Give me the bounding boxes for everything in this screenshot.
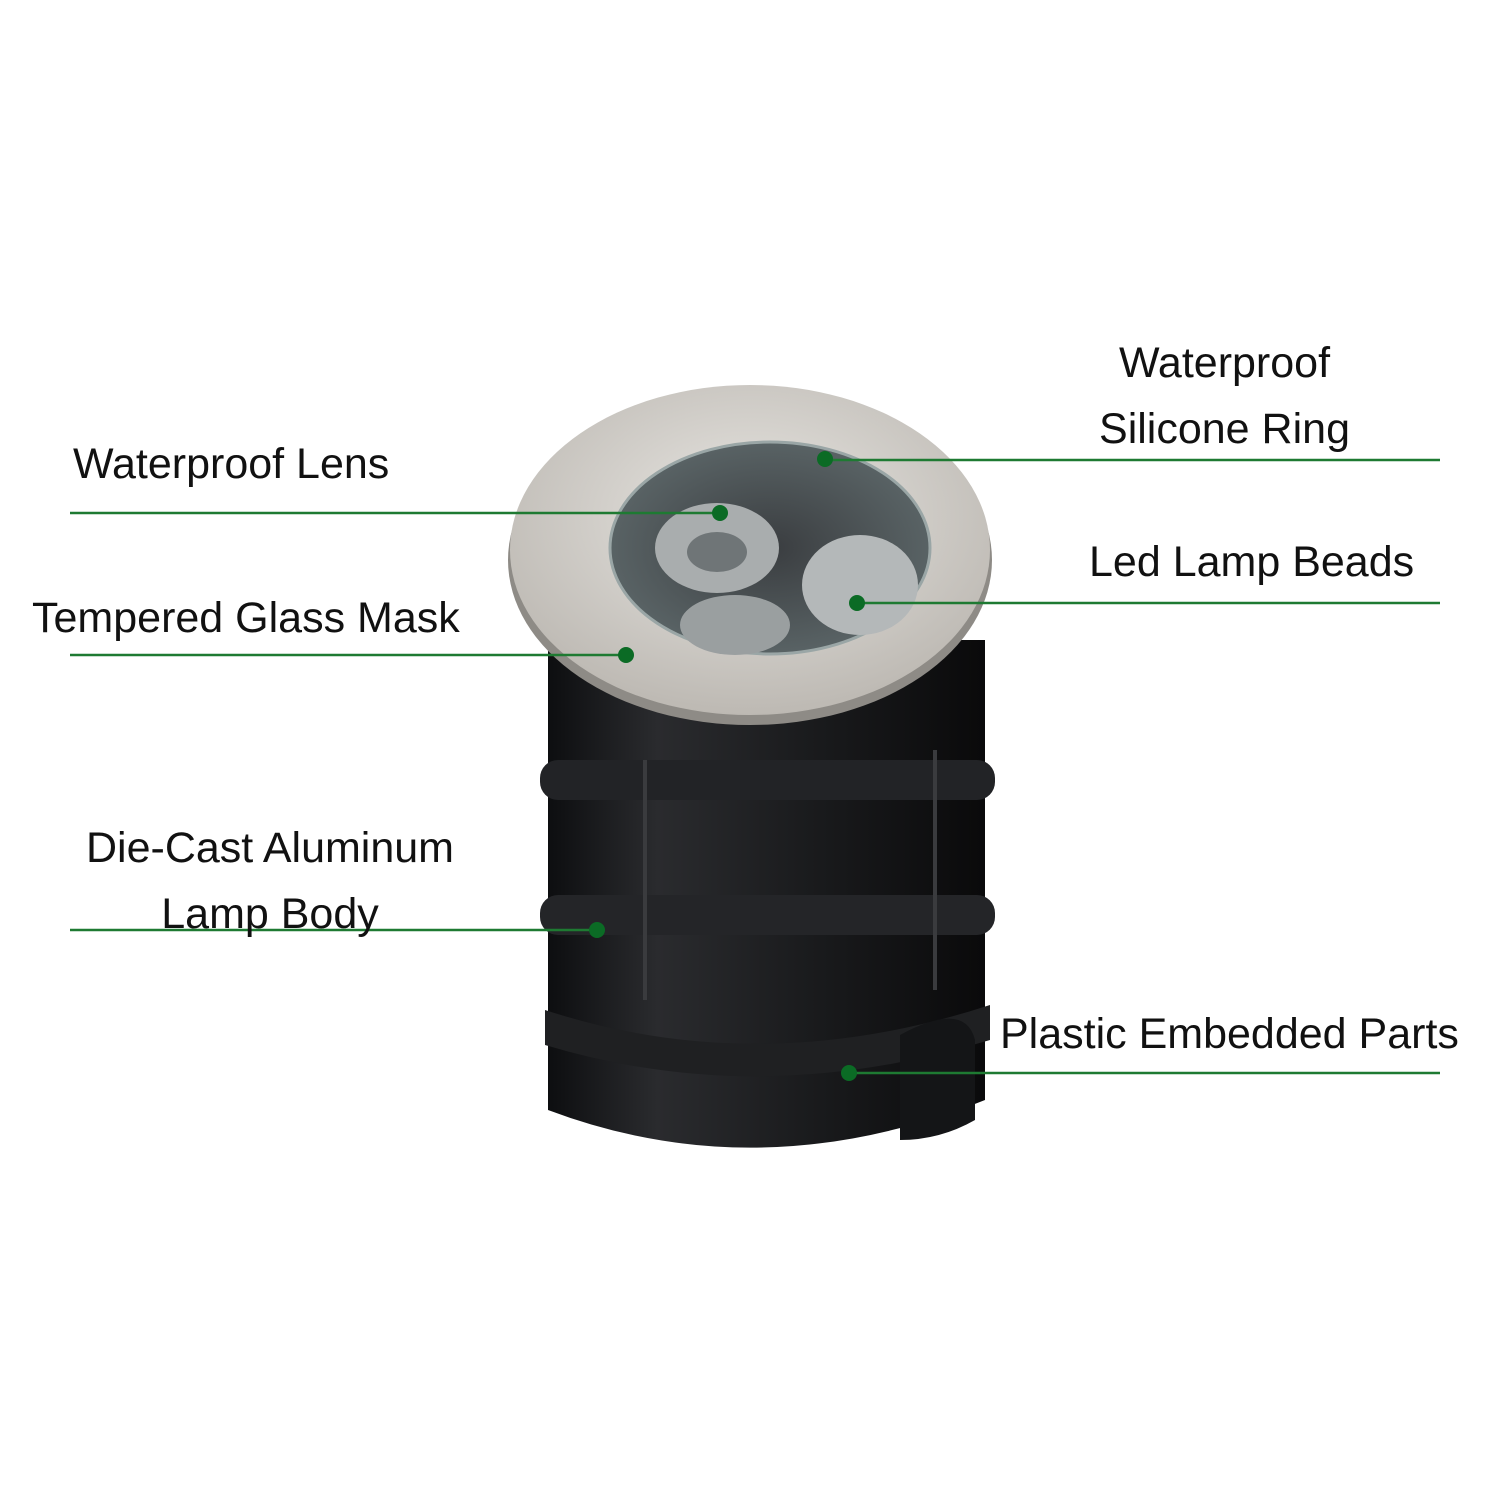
label-lamp-body-line2: Lamp Body (161, 890, 379, 938)
callout-dots (589, 451, 865, 1081)
label-led-beads: Led Lamp Beads (1089, 538, 1415, 586)
label-silicone-ring-line2: Silicone Ring (1099, 405, 1350, 453)
label-tempered-glass: Tempered Glass Mask (32, 594, 460, 642)
label-lamp-body-line1: Die-Cast Aluminum (86, 824, 454, 872)
label-silicone-ring-line1: Waterproof (1118, 339, 1331, 387)
glass-lens (608, 440, 932, 656)
label-waterproof-lens: Waterproof Lens (73, 440, 390, 488)
leader-lines (70, 458, 1440, 1075)
label-silicone-ring: Waterproof Silicone Ring (1082, 330, 1367, 462)
label-lamp-body: Die-Cast Aluminum Lamp Body (68, 815, 472, 947)
lamp-body (540, 640, 995, 1148)
label-plastic-parts: Plastic Embedded Parts (1000, 1010, 1459, 1058)
